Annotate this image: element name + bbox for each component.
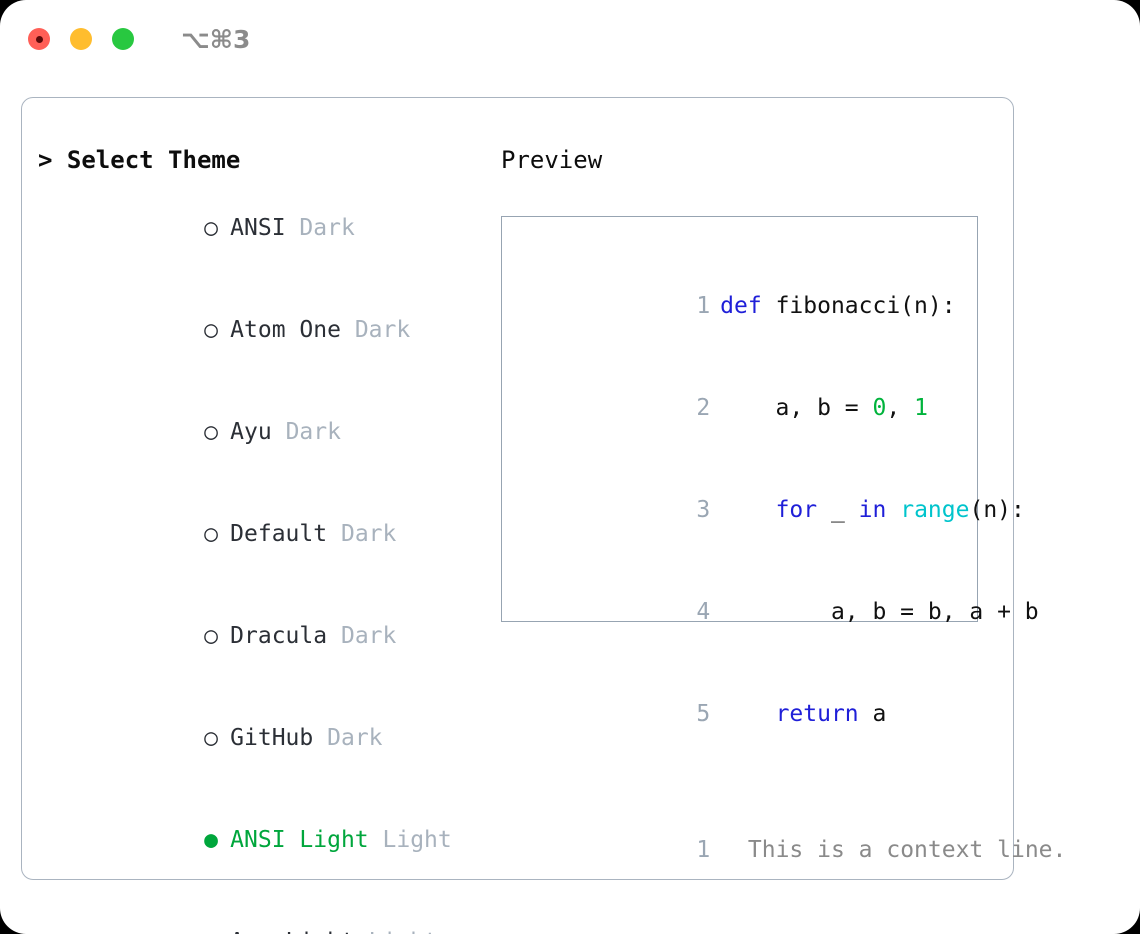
theme-name: Default [230, 521, 328, 547]
code-token-number: 1 [914, 395, 928, 421]
code-line: 2 a, b = 0, 1 [520, 357, 977, 459]
radio-selected-icon: ● [204, 827, 219, 853]
radio-unselected-icon: ○ [204, 317, 219, 343]
radio-unselected-icon: ○ [204, 215, 219, 241]
code-spacer [520, 765, 977, 799]
preview-title: Preview [501, 146, 603, 174]
theme-name: ANSI Light [230, 827, 369, 853]
code-line: 4 a, b = b, a + b [520, 561, 1038, 663]
code-token-text: (n): [969, 497, 1025, 523]
code-token-keyword: return [775, 701, 859, 727]
code-token-text [886, 497, 900, 523]
theme-variant-label: Light [382, 827, 452, 853]
theme-variant-label: Dark [340, 623, 397, 649]
code-line: 5 return a [520, 663, 977, 765]
code-token-keyword: def [720, 293, 776, 319]
line-number: 5 [696, 701, 711, 727]
theme-selector-column: > Select Theme ○ ANSI Dark ○ Atom One Dark… [38, 143, 498, 934]
code-token-text: fibonacci(n): [775, 293, 956, 319]
code-token-keyword: for [775, 497, 818, 523]
radio-unselected-icon: ○ [204, 725, 219, 751]
theme-list-item[interactable]: ○ Default Dark [38, 483, 498, 585]
theme-variant-label: Light [369, 929, 438, 934]
theme-name: Dracula [230, 623, 328, 649]
code-token-text: , [886, 395, 915, 421]
theme-list: ○ ANSI Dark ○ Atom One Dark ○ Ayu Dark ○ Def… [38, 177, 498, 934]
radio-unselected-icon: ○ [204, 623, 219, 649]
line-number: 1 [696, 293, 711, 319]
diff-line-context: 1 This is a context line. [520, 799, 1066, 901]
line-number: 3 [696, 497, 711, 523]
code-token-text: a, b = b, a + b [720, 599, 1039, 625]
preview-column: Preview 1 def fibonacci(n): 2 a, b = 0, 1… [501, 143, 1066, 863]
theme-variant-label: Dark [354, 317, 411, 343]
theme-list-item[interactable]: ○ GitHub Dark [38, 687, 498, 789]
maximize-button-icon[interactable] [112, 28, 134, 50]
theme-name: Ayu Light [230, 929, 355, 934]
theme-list-item[interactable]: ○ ANSI Dark [38, 177, 498, 279]
theme-name: Atom One [230, 317, 341, 343]
theme-variant-label: Dark [299, 215, 355, 241]
theme-name: Ayu [230, 419, 272, 445]
theme-list-item[interactable]: ○ Ayu Dark [38, 381, 498, 483]
line-number: 2 [696, 395, 711, 421]
close-button-icon[interactable] [28, 28, 50, 50]
code-token-text [720, 497, 775, 523]
code-line: 3 for _ in range(n): [520, 459, 1025, 561]
keyboard-shortcut-label: ⌥⌘3 [181, 24, 251, 54]
code-token-keyword: in [858, 497, 887, 523]
theme-list-item[interactable]: ○Ayu Light Light [38, 891, 498, 934]
code-token-text: a, b = [720, 395, 873, 421]
code-token-text [720, 701, 775, 727]
diff-line-deleted: 2- This line was deleted. [520, 901, 977, 934]
theme-list-item[interactable]: ○ Dracula Dark [38, 585, 498, 687]
code-token-number: 0 [872, 395, 887, 421]
diff-text: This is a context line. [734, 837, 1067, 863]
minimize-button-icon[interactable] [70, 28, 92, 50]
theme-list-item[interactable]: ○ Atom One Dark [38, 279, 498, 381]
radio-unselected-icon: ○ [204, 925, 230, 934]
code-line: 1 def fibonacci(n): [520, 255, 977, 357]
main-panel: > Select Theme ○ ANSI Dark ○ Atom One Dark… [21, 97, 1066, 934]
theme-variant-label: Dark [285, 419, 341, 445]
code-token-function: range [900, 497, 970, 523]
theme-name: GitHub [230, 725, 314, 751]
radio-unselected-icon: ○ [204, 521, 219, 547]
diff-marker [720, 837, 734, 863]
window-controls [28, 28, 134, 50]
line-number: 1 [696, 837, 711, 863]
code-token-text: _ [817, 497, 859, 523]
select-theme-header: > Select Theme [38, 146, 241, 174]
title-bar: ⌥⌘3 [0, 0, 1140, 78]
theme-variant-label: Dark [327, 725, 383, 751]
code-token-text: a [858, 701, 887, 727]
theme-list-item-selected[interactable]: ● ANSI Light Light [38, 789, 498, 891]
code-preview-panel: 1 def fibonacci(n): 2 a, b = 0, 1 3 for _… [501, 216, 1066, 863]
theme-name: ANSI [230, 215, 286, 241]
line-number: 4 [696, 599, 711, 625]
radio-unselected-icon: ○ [204, 419, 219, 445]
theme-variant-label: Dark [340, 521, 397, 547]
